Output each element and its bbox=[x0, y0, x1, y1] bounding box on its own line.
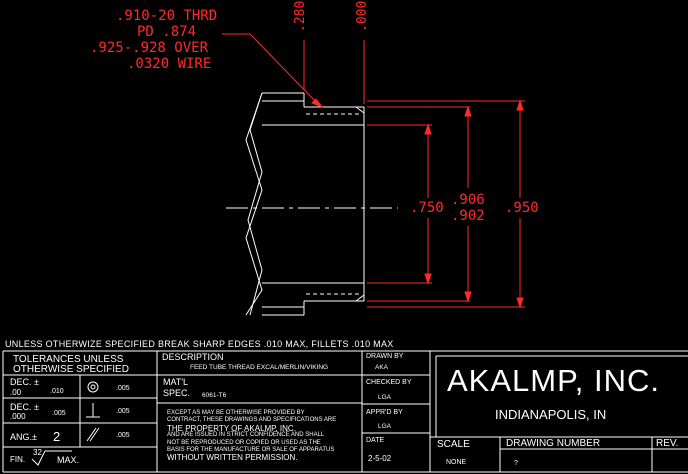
fin-max: MAX. bbox=[57, 455, 80, 465]
gdt-concentricity-value: .005 bbox=[116, 385, 130, 392]
dim-750: .750 bbox=[410, 200, 444, 216]
date-value: 2-5-02 bbox=[368, 454, 392, 463]
drawing-number-value: ? bbox=[514, 460, 518, 467]
fin-value: 32 bbox=[33, 448, 42, 457]
approved-by-value: LGA bbox=[378, 423, 392, 430]
thread-callout-line-3: .925-.928 OVER bbox=[90, 40, 209, 56]
approved-by-label: APPR'D BY bbox=[366, 409, 403, 416]
scale-value: NONE bbox=[446, 459, 467, 466]
dec2-value: .010 bbox=[50, 388, 64, 395]
tolerances-header-2: OTHERWISE SPECIFIED bbox=[13, 364, 129, 375]
drawn-by-value: AKA bbox=[375, 364, 389, 371]
checked-by-value: LGA bbox=[378, 394, 392, 401]
material-value: 6061-T6 bbox=[202, 392, 227, 399]
description-label: DESCRIPTION bbox=[162, 352, 224, 362]
drawing-number-label: DRAWING NUMBER bbox=[506, 438, 601, 449]
gdt-perpendicularity-value: .005 bbox=[116, 408, 130, 415]
drawn-by-label: DRAWN BY bbox=[366, 353, 404, 360]
disclaimer-line: THE PROPERTY OF AKALMP, INC. bbox=[167, 423, 296, 433]
description-value: FEED TUBE THREAD EXCAL/MERLIN/VIKING bbox=[190, 364, 329, 371]
checked-by-label: CHECKED BY bbox=[366, 379, 412, 386]
part-outline bbox=[245, 92, 365, 316]
dec3-value: .005 bbox=[52, 410, 66, 417]
tolerances-header-1: TOLERANCES UNLESS bbox=[13, 354, 124, 365]
company-location: INDIANAPOLIS, IN bbox=[495, 407, 607, 422]
general-note: UNLESS OTHERWIZE SPECIFIED BREAK SHARP E… bbox=[5, 339, 394, 349]
company-name: AKALMP, INC. bbox=[447, 363, 661, 398]
rev-label: REV. bbox=[656, 438, 679, 449]
dim-902: .902 bbox=[451, 208, 485, 224]
thread-callout-line-1: .910-20 THRD bbox=[116, 8, 218, 24]
disclaimer-line: BASIS FOR THE MANUFACTURE OR SALE OF APP… bbox=[167, 447, 335, 454]
disclaimer-line: NOT BE REPRODUCED OR COPIED OR USED AS T… bbox=[167, 439, 321, 446]
dec2-sub: .00 bbox=[10, 388, 22, 397]
dec3-sub: .000 bbox=[10, 412, 26, 421]
dim-top-280: .280 bbox=[293, 0, 308, 32]
disclaimer-line: WITHOUT WRITTEN PERMISSION. bbox=[167, 453, 298, 463]
dim-906: .906 bbox=[451, 192, 485, 208]
scale-label: SCALE bbox=[437, 439, 470, 450]
thread-hidden-lines bbox=[306, 113, 362, 295]
dec3-label: DEC. ± bbox=[10, 402, 39, 412]
dec2-label: DEC. ± bbox=[10, 377, 39, 387]
dimension-lines bbox=[222, 33, 525, 309]
spec-label: SPEC. bbox=[163, 388, 191, 398]
material-label: MAT'L bbox=[163, 377, 189, 387]
thread-callout-line-4: .0320 WIRE bbox=[127, 56, 212, 72]
gdt-parallelism-value: .005 bbox=[116, 432, 130, 439]
ang-value: 2 bbox=[53, 429, 61, 444]
thread-callout-line-2: PD .874 bbox=[137, 24, 197, 40]
disclaimer-line: AND ARE ISSUED IN STRICT CONFIDENCE AND … bbox=[167, 432, 325, 439]
disclaimer-line: CONTRACT, THESE DRAWINGS AND SPECIFICATI… bbox=[167, 417, 337, 424]
disclaimer: EXCEPT AS MAY BE OTHERWISE PROVIDED BY C… bbox=[167, 410, 359, 462]
date-label: DATE bbox=[366, 437, 385, 444]
fin-label: FIN. bbox=[10, 455, 26, 464]
dim-950: .950 bbox=[505, 200, 539, 216]
ang-label: ANG.± bbox=[10, 432, 37, 442]
dim-top-000: .000 bbox=[355, 0, 370, 32]
disclaimer-line: EXCEPT AS MAY BE OTHERWISE PROVIDED BY bbox=[167, 410, 305, 416]
